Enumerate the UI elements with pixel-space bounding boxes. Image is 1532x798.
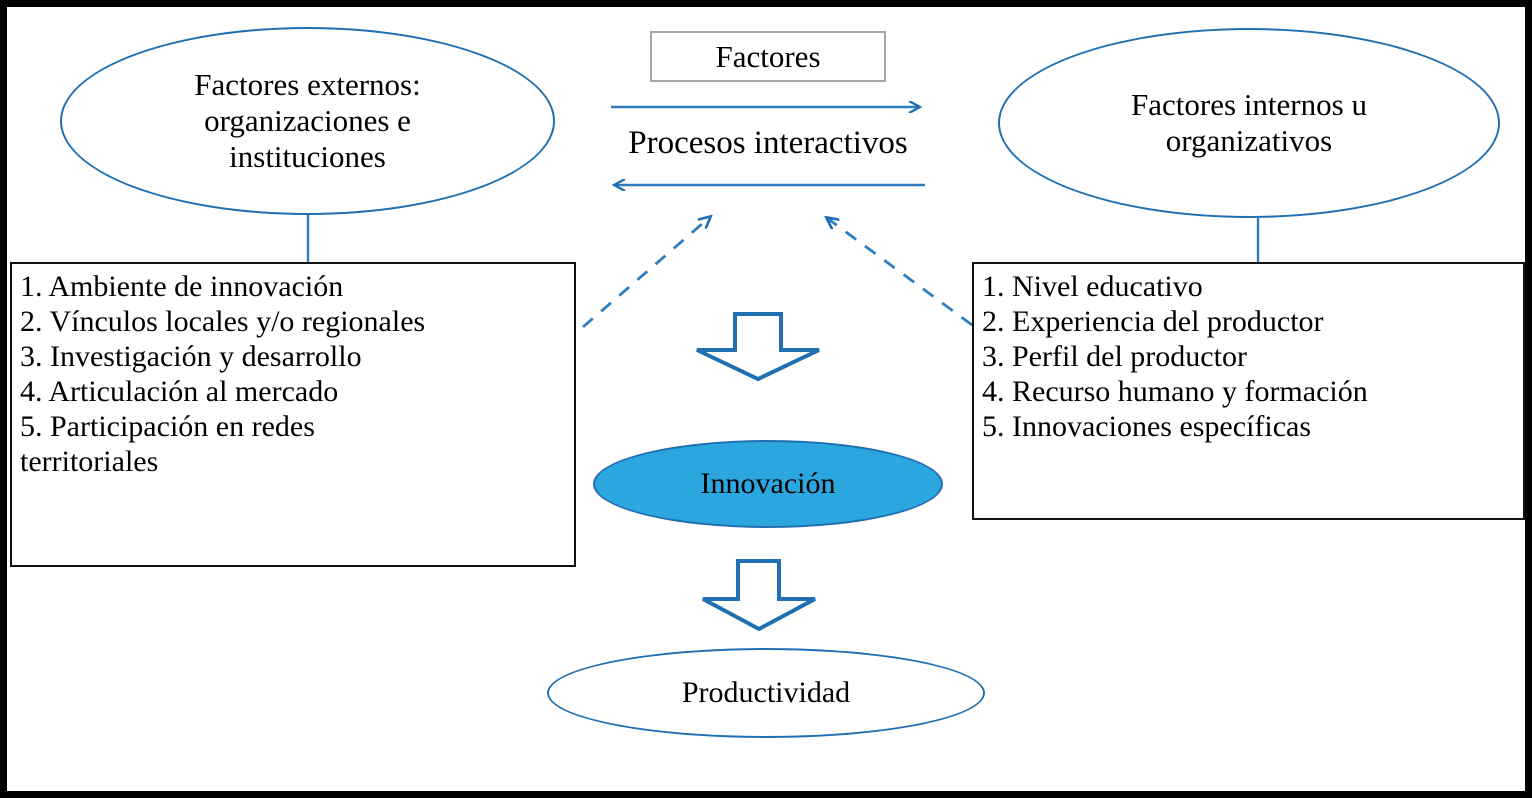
label-line-1: Factores externos:	[194, 66, 421, 102]
label-procesos-interactivos: Procesos interactivos	[582, 125, 954, 162]
list-item: 1. Ambiente de innovación	[20, 270, 344, 303]
label-line-1: Factores internos u	[1131, 86, 1367, 122]
list-item: 2. Vínculos locales y/o regionales	[20, 304, 426, 338]
list-item: 5. Innovaciones específicas	[982, 409, 1312, 443]
block-arrow-to-innovacion	[696, 312, 820, 382]
list-item: 5. Participación en redes	[20, 409, 315, 443]
node-factores-internos-label: Factores internos u organizativos	[1105, 87, 1393, 160]
block-arrow-to-productividad	[702, 559, 816, 632]
node-productividad[interactable]: Productividad	[547, 648, 985, 738]
list-box-factores-externos[interactable]: 1. Ambiente de innovación 2. Vínculos lo…	[10, 262, 576, 567]
arrow-dashed-right-to-center	[827, 218, 973, 327]
node-factores-internos[interactable]: Factores internos u organizativos	[998, 28, 1500, 218]
label-line-2: organizaciones e	[204, 102, 411, 138]
title-box-label: Factores	[715, 38, 821, 74]
title-box-factores[interactable]: Factores	[650, 31, 886, 82]
node-innovacion[interactable]: Innovación	[593, 440, 943, 528]
list-item: territoriales	[20, 444, 159, 478]
list-box-factores-internos[interactable]: 1. Nivel educativo 2. Experiencia del pr…	[972, 262, 1525, 520]
procesos-interactivos-text: Procesos interactivos	[628, 125, 908, 161]
list-item: 2. Experiencia del productor	[982, 304, 1324, 338]
label-line-2: organizativos	[1165, 123, 1333, 158]
list-item: 4. Recurso humano y formación	[982, 374, 1368, 408]
node-factores-externos[interactable]: Factores externos: organizaciones e inst…	[60, 27, 555, 215]
list-item: 3. Perfil del productor	[982, 339, 1247, 373]
list-item: 3. Investigación y desarrollo	[20, 339, 362, 373]
node-innovacion-label: Innovación	[700, 467, 836, 501]
node-productividad-label: Productividad	[681, 676, 851, 710]
list-item: 1. Nivel educativo	[982, 270, 1203, 303]
node-factores-externos-label: Factores externos: organizaciones e inst…	[168, 67, 446, 176]
list-item: 4. Articulación al mercado	[20, 374, 339, 408]
label-line-3: instituciones	[229, 139, 386, 175]
arrow-dashed-left-to-center	[582, 217, 710, 329]
